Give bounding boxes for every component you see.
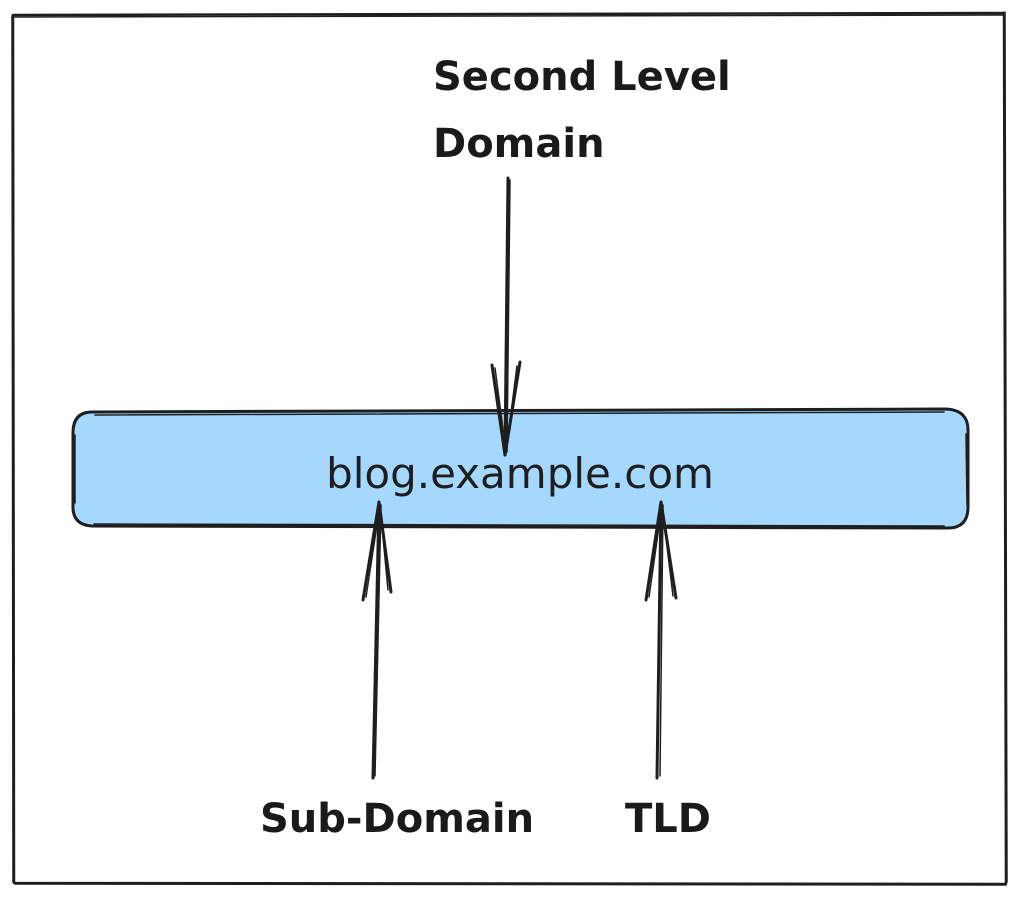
domain-bar — [71, 407, 970, 530]
tld-arrow — [644, 500, 678, 780]
tld-label: TLD — [625, 796, 711, 842]
second-level-domain-label-line1: Second Level — [433, 54, 731, 100]
sub-domain-arrow — [361, 500, 393, 780]
outer-frame — [11, 11, 1008, 886]
second-level-domain-label-line2: Domain — [433, 121, 605, 167]
second-level-arrow — [490, 176, 522, 457]
sub-domain-label: Sub-Domain — [260, 796, 534, 842]
domain-bar-fill — [73, 410, 968, 528]
domain-name-text: blog.example.com — [326, 449, 714, 498]
